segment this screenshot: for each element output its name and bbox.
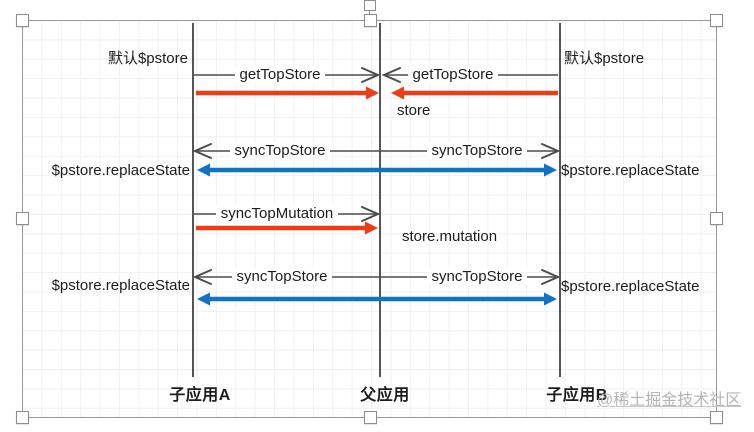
actor-sub-app-a: 子应用A bbox=[169, 387, 231, 404]
message-synctopstore-r4-b: syncTopStore bbox=[407, 268, 547, 286]
actor-parent-app: 父应用 bbox=[360, 387, 410, 404]
resize-handle-top-center[interactable] bbox=[364, 14, 377, 27]
message-gettopstore-b: getTopStore bbox=[383, 66, 523, 84]
resize-handle-bottom-left[interactable] bbox=[16, 411, 29, 424]
watermark: @稀土掘金技术社区 bbox=[597, 392, 742, 409]
selection-frame[interactable] bbox=[22, 20, 717, 418]
message-synctopstore-r2-a: syncTopStore bbox=[210, 142, 350, 160]
rotate-handle[interactable] bbox=[364, 0, 376, 11]
resize-handle-bottom-center[interactable] bbox=[364, 411, 377, 424]
label-default-pstore-b: 默认$pstore bbox=[564, 50, 645, 67]
resize-handle-top-left[interactable] bbox=[16, 14, 29, 27]
label-store-mutation: store.mutation bbox=[402, 228, 498, 245]
label-replacestate-a-r4: $pstore.replaceState bbox=[51, 277, 190, 294]
actor-sub-app-b: 子应用B bbox=[546, 387, 608, 404]
label-replacestate-b-r4: $pstore.replaceState bbox=[561, 278, 700, 295]
label-replacestate-b-r2: $pstore.replaceState bbox=[561, 162, 700, 179]
message-gettopstore-a: getTopStore bbox=[210, 66, 350, 84]
resize-handle-middle-right[interactable] bbox=[710, 212, 723, 225]
message-synctopstore-r2-b: syncTopStore bbox=[407, 142, 547, 160]
label-replacestate-a-r2: $pstore.replaceState bbox=[51, 162, 190, 179]
label-default-pstore-a: 默认$pstore bbox=[107, 50, 188, 67]
message-synctopmutation: syncTopMutation bbox=[207, 205, 347, 223]
resize-handle-top-right[interactable] bbox=[710, 14, 723, 27]
message-synctopstore-r4-a: syncTopStore bbox=[212, 268, 352, 286]
label-store: store bbox=[397, 102, 431, 119]
resize-handle-middle-left[interactable] bbox=[16, 212, 29, 225]
resize-handle-bottom-right[interactable] bbox=[710, 411, 723, 424]
